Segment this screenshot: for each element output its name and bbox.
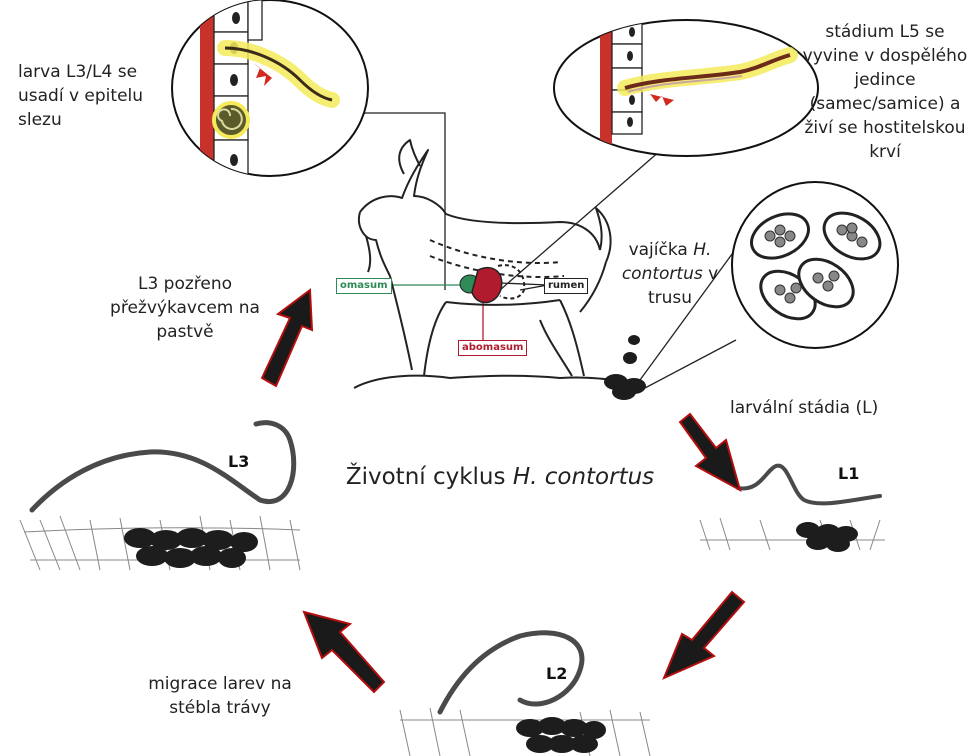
label-l5-line2: vyvine v dospělého — [790, 44, 980, 68]
label-l5-line5: živí se hostitelskou — [790, 116, 980, 140]
label-migration-line1: migrace larev na — [130, 672, 310, 696]
arrow-down-left — [664, 592, 744, 678]
label-l5-line3: jedince — [790, 68, 980, 92]
label-l5-line4: (samec/samice) a — [790, 92, 980, 116]
label-eggs-l2-it: contortus — [622, 264, 703, 284]
label-l3-l4-line2: usadí v epitelu — [18, 84, 188, 108]
diagram-title: Životní cyklus H. contortus — [320, 464, 680, 490]
label-migration: migrace larev na stébla trávy — [130, 672, 310, 720]
label-eggs-in-feces: vajíčka H. contortus v trusu — [610, 238, 730, 310]
arrow-up-left-bottom — [304, 612, 384, 692]
label-l3-l4-line3: slezu — [18, 108, 188, 132]
organ-label-omasum: omasum — [336, 278, 392, 294]
label-ingested-line3: pastvě — [100, 320, 270, 344]
title-main: Životní cyklus — [346, 464, 513, 490]
magnified-eggs — [732, 182, 898, 348]
label-l5-adult: stádium L5 se vyvine v dospělého jedince… — [790, 20, 980, 164]
arrow-down-right-1 — [680, 414, 740, 490]
label-eggs-l1-it: H. — [693, 240, 711, 260]
stage-label-l1: L1 — [838, 464, 859, 483]
stage-label-l3: L3 — [228, 452, 249, 471]
feces-pile — [604, 335, 646, 400]
label-eggs-l1-pre: vajíčka — [629, 240, 694, 260]
label-eggs-line3: trusu — [610, 286, 730, 310]
title-species: H. contortus — [513, 464, 654, 490]
label-ingested-line2: přežvýkavcem na — [100, 296, 270, 320]
label-migration-line2: stébla trávy — [130, 696, 310, 720]
stage-label-l2: L2 — [546, 664, 567, 683]
label-l5-line1: stádium L5 se — [790, 20, 980, 44]
magnified-adult-l5 — [554, 0, 818, 170]
label-eggs-line1: vajíčka H. — [610, 238, 730, 262]
organ-label-rumen: rumen — [544, 278, 588, 294]
label-larval-stages: larvální stádia (L) — [730, 396, 930, 420]
label-ingested-line1: L3 pozřeno — [100, 272, 270, 296]
larva-l3 — [32, 423, 294, 510]
label-l3-l4-line1: larva L3/L4 se — [18, 60, 188, 84]
label-l3-ingested: L3 pozřeno přežvýkavcem na pastvě — [100, 272, 270, 344]
magnified-epithelium-l3-l4 — [172, 0, 368, 180]
label-eggs-l2-post: v — [703, 264, 718, 284]
label-l5-line6: krví — [790, 140, 980, 164]
organ-label-abomasum: abomasum — [458, 340, 527, 356]
label-l3-l4-settle: larva L3/L4 se usadí v epitelu slezu — [18, 60, 188, 132]
label-eggs-line2: contortus v — [610, 262, 730, 286]
